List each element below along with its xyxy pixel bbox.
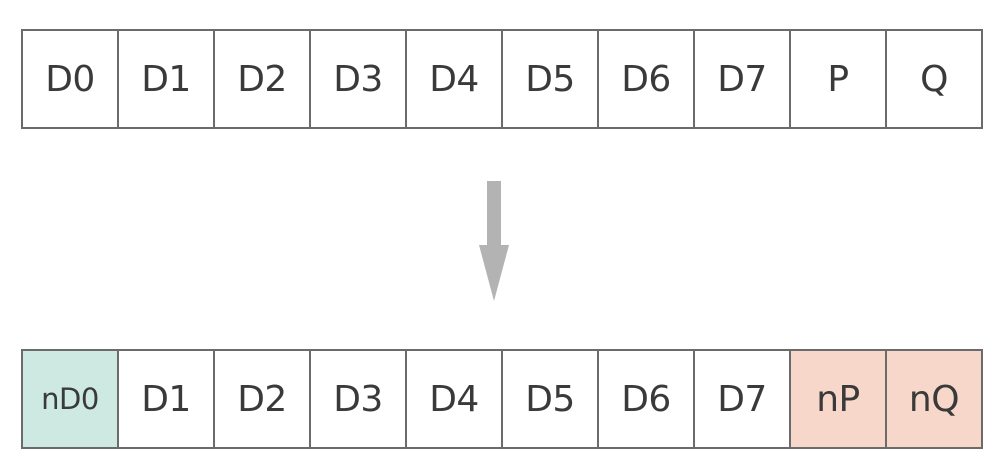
bottom-cell-nq: nQ bbox=[887, 351, 981, 447]
top-cell-q: Q bbox=[920, 58, 948, 100]
top-cell-d5: D5 bbox=[503, 31, 599, 127]
top-cell-d4: D4 bbox=[407, 31, 503, 127]
bottom-cell-d3: D3 bbox=[311, 351, 407, 447]
top-cell-d7: D7 bbox=[695, 31, 791, 127]
top-cell-d6: D6 bbox=[599, 31, 695, 127]
bottom-cell-d2: D2 bbox=[215, 351, 311, 447]
bottom-cell-nd0: nD0 bbox=[23, 351, 119, 447]
top-cell-d0: D0 bbox=[23, 31, 119, 127]
bottom-cell-d6: D6 bbox=[599, 351, 695, 447]
top-cell-d1: D1 bbox=[119, 31, 215, 127]
updated-stripe: nD0 D1 D2 D3 D4 D5 D6 D7 nP nQ bbox=[21, 349, 983, 449]
down-arrow-icon bbox=[479, 181, 509, 301]
bottom-cell-d7: D7 bbox=[695, 351, 791, 447]
bottom-cell-np: nP bbox=[791, 351, 887, 447]
arrow-shape bbox=[479, 181, 509, 301]
top-cell-d3: D3 bbox=[311, 31, 407, 127]
bottom-cell-d5: D5 bbox=[503, 351, 599, 447]
top-cell-p: P bbox=[791, 31, 887, 127]
bottom-cell-d1: D1 bbox=[119, 351, 215, 447]
top-cell-d2: D2 bbox=[215, 31, 311, 127]
original-stripe: D0 D1 D2 D3 D4 D5 D6 D7 P Q bbox=[21, 29, 983, 129]
bottom-cell-d4: D4 bbox=[407, 351, 503, 447]
